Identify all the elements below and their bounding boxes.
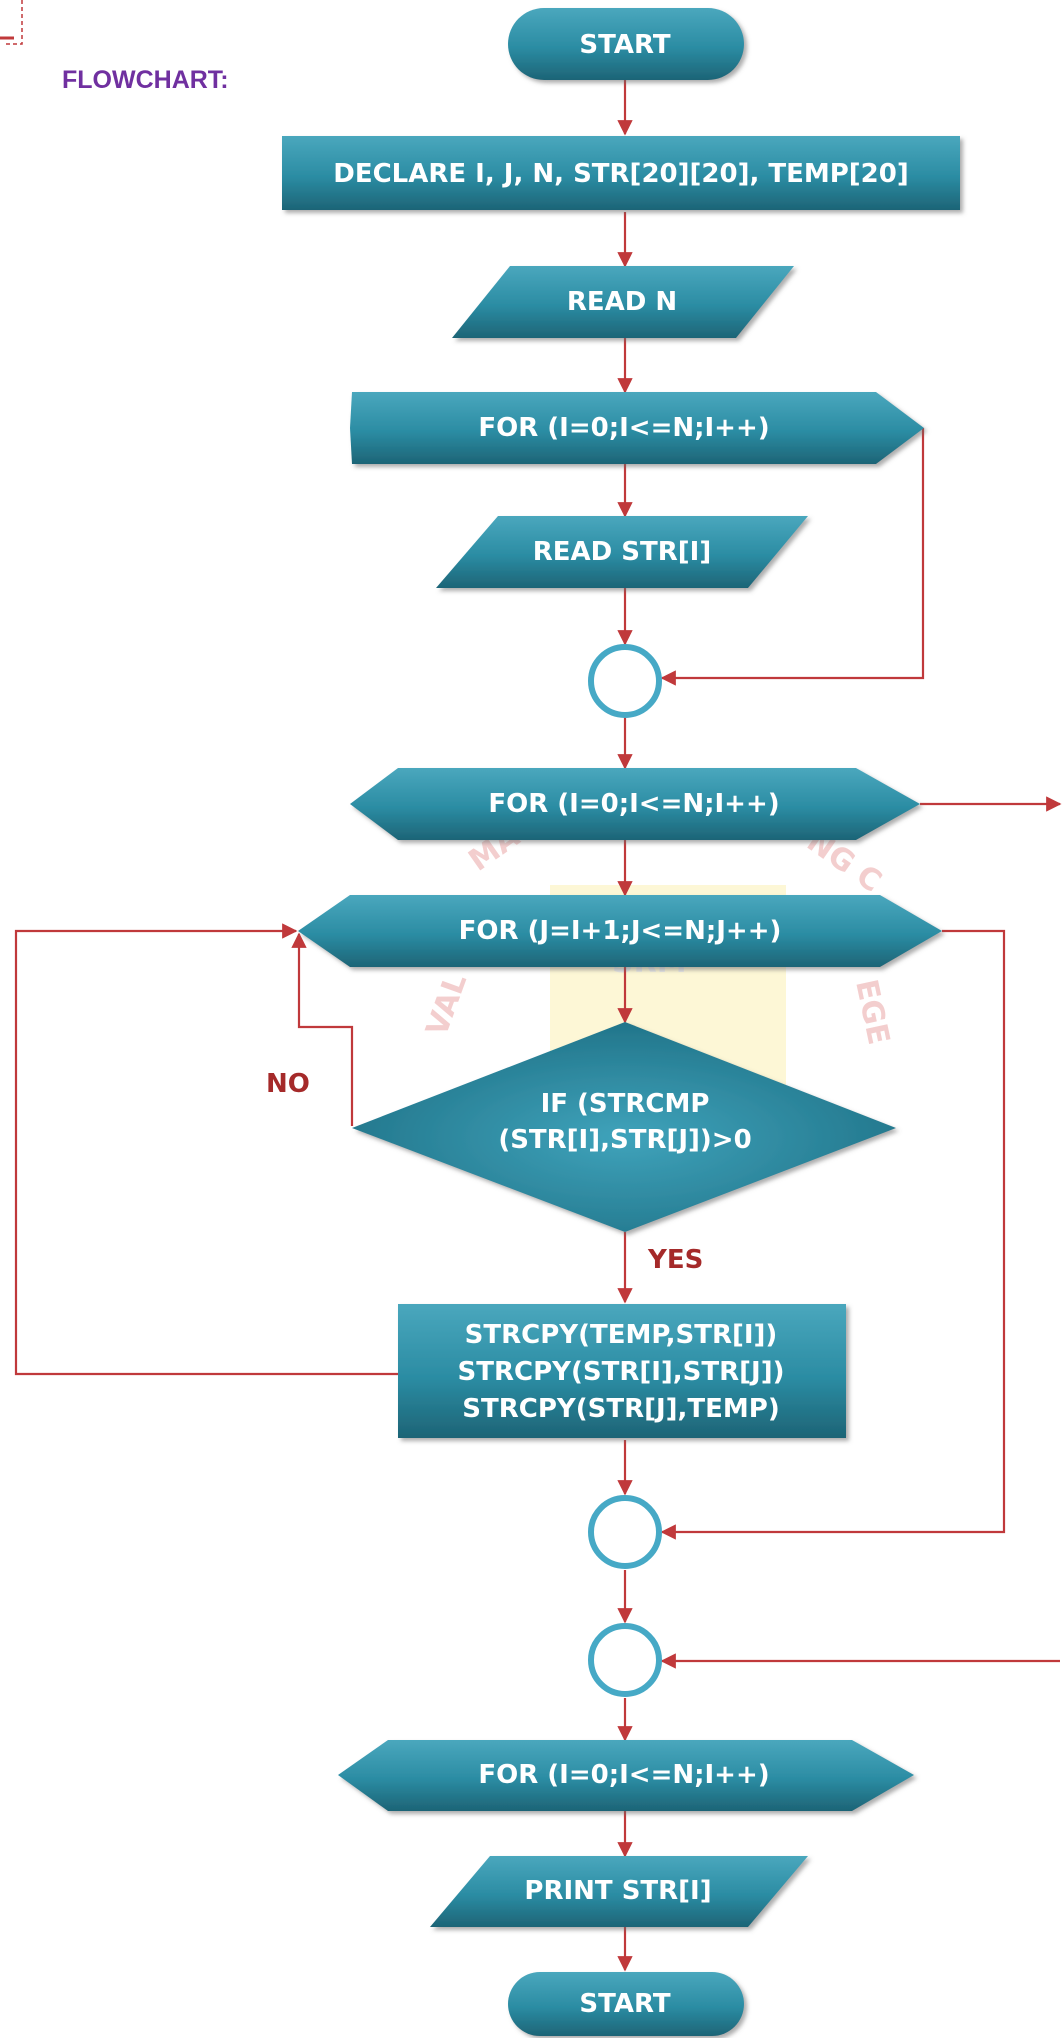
start-terminator-bottom: START [508, 1972, 744, 2036]
swap-label-line2: STRCPY(STR[I],STR[J]) [458, 1357, 785, 1387]
swap-process-box: STRCPY(TEMP,STR[I]) STRCPY(STR[I],STR[J]… [398, 1304, 846, 1438]
for-read-loop-hexagon: FOR (I=0;I<=N;I++) [350, 392, 924, 464]
read-n-label: READ N [567, 287, 677, 317]
connector-circle-2 [588, 1495, 662, 1569]
edges [14, 80, 1062, 1972]
read-str-io-box: READ STR[I] [436, 516, 808, 588]
declare-label: DECLARE I, J, N, STR[20][20], TEMP[20] [333, 159, 909, 189]
print-str-io-box: PRINT STR[I] [430, 1856, 808, 1927]
edge-for-exit-to-connector [660, 428, 925, 686]
edge-decision-no [291, 932, 354, 1126]
read-str-label: READ STR[I] [533, 537, 711, 567]
print-str-label: PRINT STR[I] [524, 1876, 711, 1906]
for-outer-label: FOR (I=0;I<=N;I++) [488, 789, 779, 819]
edge-inner-exit-loop [660, 929, 1006, 1540]
no-branch-label: NO [266, 1069, 310, 1099]
for-outer-loop-hexagon: FOR (I=0;I<=N;I++) [350, 768, 920, 840]
for-read-label: FOR (I=0;I<=N;I++) [478, 413, 769, 443]
svg-text:VAL: VAL [420, 969, 475, 1041]
start-terminator-top: START [508, 8, 744, 80]
read-n-io-box: READ N [452, 266, 794, 338]
decision-label-line1: IF (STRCMP [541, 1089, 710, 1119]
corner-bracket-mark [0, 0, 23, 45]
swap-label-line1: STRCPY(TEMP,STR[I]) [465, 1320, 778, 1350]
decision-label-line2: (STR[I],STR[J])>0 [498, 1125, 751, 1155]
for-inner-label: FOR (J=I+1;J<=N;J++) [459, 916, 782, 946]
svg-text:EGE: EGE [848, 976, 896, 1047]
for-print-loop-hexagon: FOR (I=0;I<=N;I++) [338, 1740, 914, 1811]
edge-swap-back-to-inner [14, 923, 398, 1376]
yes-branch-label: YES [647, 1245, 703, 1275]
flowchart-heading: FLOWCHART: [62, 66, 229, 94]
start-label-bottom: START [579, 1989, 670, 2019]
for-print-label: FOR (I=0;I<=N;I++) [478, 1760, 769, 1790]
declare-process-box: DECLARE I, J, N, STR[20][20], TEMP[20] [282, 136, 960, 210]
swap-label-line3: STRCPY(STR[J],TEMP) [462, 1394, 779, 1424]
connector-circle-3 [588, 1623, 662, 1697]
connector-circle-1 [588, 644, 662, 718]
start-label-top: START [579, 30, 670, 60]
for-inner-loop-hexagon: FOR (J=I+1;J<=N;J++) [298, 895, 942, 967]
decision-diamond: IF (STRCMP (STR[I],STR[J])>0 [352, 1022, 896, 1232]
